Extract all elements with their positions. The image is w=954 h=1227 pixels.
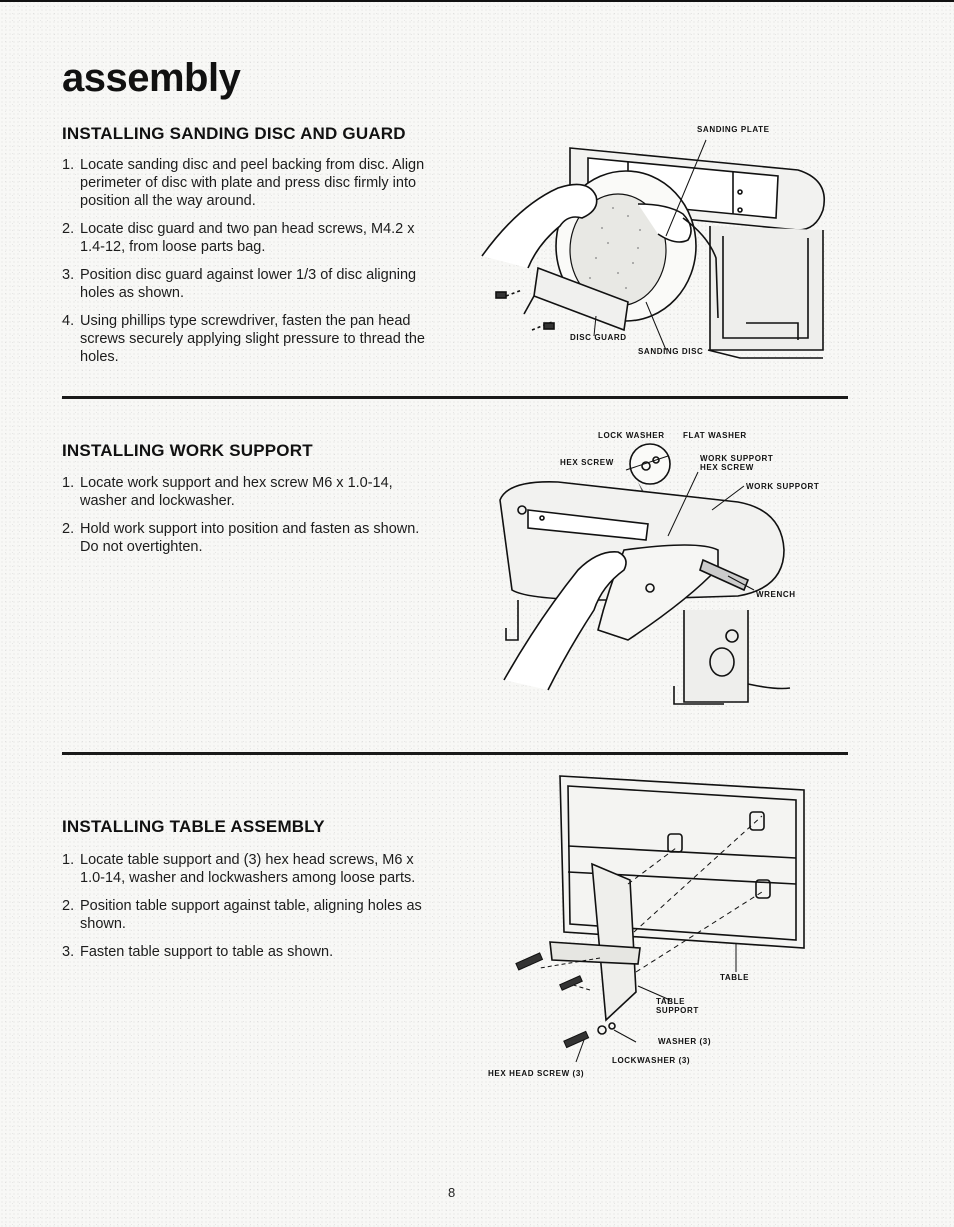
step-text: Locate disc guard and two pan head screw… <box>80 221 415 255</box>
step: 2. Position table support against table, … <box>62 897 440 933</box>
label-hex-screw: HEX SCREW <box>560 458 614 467</box>
sanding-disc-steps: 1. Locate sanding disc and peel backing f… <box>62 156 440 376</box>
step-text: Locate table support and (3) hex head sc… <box>80 852 416 886</box>
work-support-illustration <box>498 440 808 715</box>
step: 2. Hold work support into position and fa… <box>62 520 440 556</box>
work-support-steps: 1. Locate work support and hex screw M6 x… <box>62 474 440 566</box>
label-work-support: WORK SUPPORT <box>746 482 820 491</box>
step-number: 2. <box>62 221 75 237</box>
step-text: Locate sanding disc and peel backing fro… <box>80 157 425 209</box>
step-number: 2. <box>62 898 75 914</box>
label-lock-washer: LOCK WASHER <box>598 431 665 440</box>
label-sanding-disc: SANDING DISC <box>638 347 704 356</box>
section-heading-sanding-disc: INSTALLING SANDING DISC AND GUARD <box>62 124 406 143</box>
label-sanding-plate: SANDING PLATE <box>697 125 770 134</box>
section-heading-table-assembly: INSTALLING TABLE ASSEMBLY <box>62 817 325 836</box>
step-text: Position table support against table, al… <box>80 898 422 932</box>
label-table: TABLE <box>720 973 750 982</box>
step-number: 3. <box>62 267 75 283</box>
step: 1. Locate sanding disc and peel backing f… <box>62 156 440 210</box>
step-number: 1. <box>62 852 75 868</box>
label-wrench: WRENCH <box>756 590 796 599</box>
step: 1. Locate table support and (3) hex head … <box>62 851 440 887</box>
step-number: 1. <box>62 475 75 491</box>
label-washer: WASHER (3) <box>658 1037 712 1046</box>
section-divider <box>62 396 848 399</box>
table-assembly-illustration <box>500 772 820 1072</box>
step: 2. Locate disc guard and two pan head scr… <box>62 220 440 256</box>
step-number: 2. <box>62 521 75 537</box>
step: 4. Using phillips type screwdriver, faste… <box>62 312 440 366</box>
label-lockwasher: LOCKWASHER (3) <box>612 1056 691 1065</box>
label-table-support: TABLE SUPPORT <box>656 997 699 1015</box>
section-divider <box>62 752 848 755</box>
section-heading-work-support: INSTALLING WORK SUPPORT <box>62 441 313 460</box>
page-heading: assembly <box>62 56 241 100</box>
sanding-disc-illustration <box>478 118 838 380</box>
step-text: Locate work support and hex screw M6 x 1… <box>80 475 393 509</box>
label-flat-washer: FLAT WASHER <box>683 431 747 440</box>
table-assembly-steps: 1. Locate table support and (3) hex head … <box>62 851 440 971</box>
top-rule <box>0 0 954 2</box>
step: 1. Locate work support and hex screw M6 x… <box>62 474 440 510</box>
step-text: Hold work support into position and fast… <box>80 521 420 555</box>
step-text: Using phillips type screwdriver, fasten … <box>80 313 425 365</box>
step: 3. Position disc guard against lower 1/3 … <box>62 266 440 302</box>
step-text: Position disc guard against lower 1/3 of… <box>80 267 417 301</box>
step-number: 1. <box>62 157 75 173</box>
step-text: Fasten table support to table as shown. <box>80 944 334 960</box>
step-number: 3. <box>62 944 75 960</box>
label-disc-guard: DISC GUARD <box>570 333 627 342</box>
page-number: 8 <box>448 1185 456 1200</box>
step-number: 4. <box>62 313 75 329</box>
label-work-support-hex-screw: WORK SUPPORT HEX SCREW <box>700 454 774 472</box>
label-hex-head-screw: HEX HEAD SCREW (3) <box>488 1069 585 1078</box>
step: 3. Fasten table support to table as shown… <box>62 943 440 961</box>
